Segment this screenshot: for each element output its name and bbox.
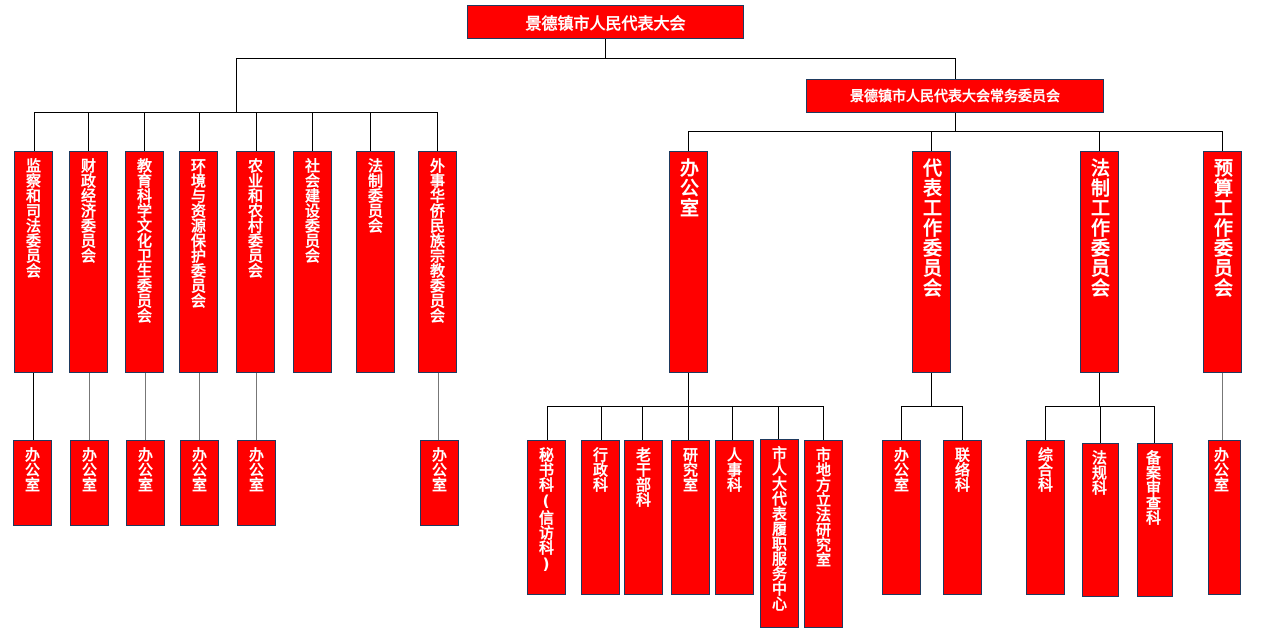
standing-unit-node: 办公室: [669, 151, 708, 373]
office-sub-node: 市地方立法研究室: [804, 440, 843, 628]
connector: [688, 372, 689, 406]
connector: [144, 112, 145, 151]
connector: [1099, 131, 1100, 151]
connector: [33, 372, 34, 440]
connector: [955, 112, 956, 131]
office-node: 办公室: [420, 440, 459, 526]
connector: [547, 406, 548, 440]
committee-node: 教育科学文化卫生委员会: [125, 151, 164, 373]
standing-unit-node: 预算工作委员会: [1203, 151, 1242, 373]
connector: [642, 406, 643, 440]
office-sub-node: 行政科: [581, 440, 620, 595]
connector: [88, 112, 89, 151]
committee-node: 监察和司法委员会: [14, 151, 53, 373]
budget-sub-node: 办公室: [1208, 440, 1241, 595]
connector: [823, 406, 824, 440]
committee-node: 法制委员会: [356, 151, 395, 373]
connector: [688, 131, 1223, 132]
law-sub-node: 综合科: [1026, 440, 1065, 595]
standing-unit-node: 代表工作委员会: [912, 151, 951, 373]
committee-node: 环境与资源保护委员会: [179, 151, 218, 373]
connector: [1222, 372, 1223, 440]
connector: [1222, 131, 1223, 151]
connector: [236, 58, 956, 59]
office-node: 办公室: [13, 440, 52, 526]
office-sub-node: 研究室: [671, 440, 710, 595]
connector: [1045, 406, 1046, 440]
rep-sub-node: 联络科: [943, 440, 982, 595]
connector: [236, 58, 237, 112]
standing-unit-node: 法制工作委员会: [1080, 151, 1119, 373]
office-sub-node: 人事科: [715, 440, 754, 595]
connector: [901, 406, 963, 407]
connector: [312, 112, 313, 151]
connector: [437, 112, 438, 151]
connector: [34, 112, 35, 151]
standing-committee-node: 景德镇市人民代表大会常务委员会: [806, 79, 1104, 113]
connector: [778, 406, 779, 440]
connector: [438, 372, 439, 440]
committee-node: 社会建设委员会: [293, 151, 332, 373]
office-node: 办公室: [70, 440, 109, 526]
office-sub-node: 秘书科(信访科): [527, 440, 566, 595]
connector: [199, 112, 200, 151]
office-sub-node: 市人大代表履职服务中心: [760, 439, 799, 628]
connector: [89, 372, 90, 440]
rep-sub-node: 办公室: [882, 440, 921, 595]
connector: [1100, 406, 1101, 443]
connector: [601, 406, 602, 440]
committee-node: 农业和农村委员会: [236, 151, 275, 373]
connector: [145, 372, 146, 440]
connector: [688, 131, 689, 151]
connector: [1099, 372, 1100, 406]
office-node: 办公室: [237, 440, 276, 526]
connector: [931, 372, 932, 406]
connector: [962, 406, 963, 440]
connector: [931, 131, 932, 151]
connector: [370, 112, 371, 151]
connector: [256, 372, 257, 440]
connector: [34, 112, 438, 113]
connector: [605, 38, 606, 58]
committee-node: 外事华侨民族宗教委员会: [418, 151, 457, 373]
law-sub-node: 备案审查科: [1137, 443, 1173, 597]
office-sub-node: 老干部科: [624, 440, 663, 595]
connector: [199, 372, 200, 440]
office-node: 办公室: [126, 440, 165, 526]
connector: [955, 58, 956, 79]
connector: [256, 112, 257, 151]
committee-node: 财政经济委员会: [69, 151, 108, 373]
connector: [901, 406, 902, 440]
connector: [688, 406, 689, 440]
law-sub-node: 法规科: [1082, 443, 1119, 597]
office-node: 办公室: [180, 440, 219, 526]
connector: [547, 406, 824, 407]
root-node: 景德镇市人民代表大会: [467, 5, 744, 39]
connector: [1154, 406, 1155, 443]
connector: [732, 406, 733, 440]
